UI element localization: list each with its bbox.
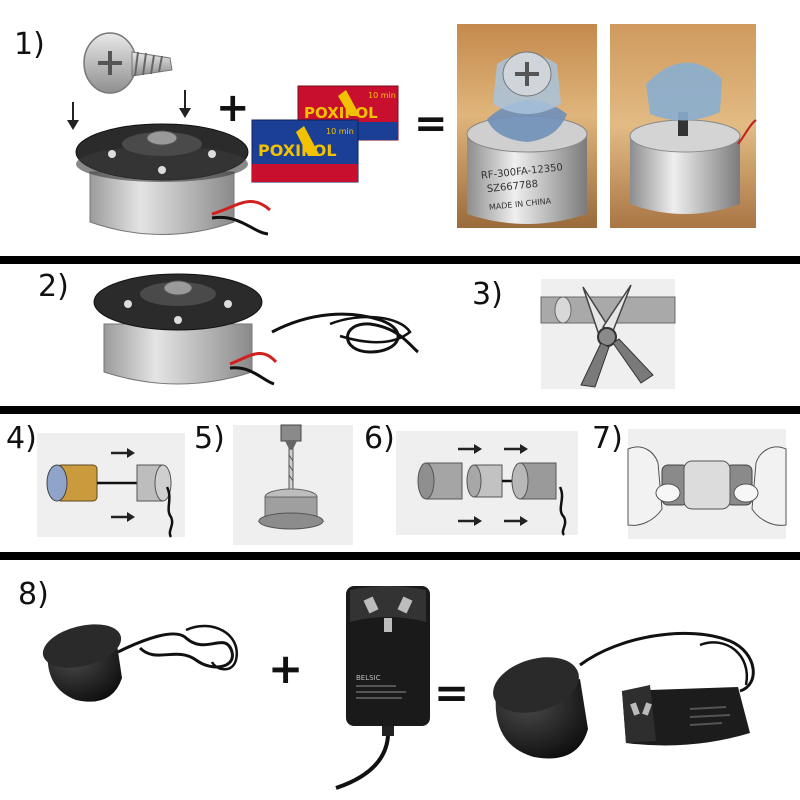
step-7-label: 7) (592, 421, 623, 456)
cutter-icon (540, 284, 676, 388)
svg-text:POXIPOL: POXIPOL (304, 104, 378, 122)
arrow-right-icon (504, 516, 528, 526)
step-6-label: 6) (364, 421, 395, 456)
svg-text:SZ667788: SZ667788 (486, 179, 538, 195)
svg-text:POXIPOL: POXIPOL (258, 141, 337, 160)
finished-device-icon (42, 624, 239, 702)
arrow-right-icon (504, 444, 528, 454)
arrow-down-icon (179, 90, 191, 118)
cable-icon (271, 312, 419, 354)
glued-screw-photo: RF-300FA-12350 SZ667788 MADE IN CHINA (457, 24, 597, 228)
arrow-right-icon (458, 444, 482, 454)
step-1-label: 1) (14, 27, 45, 62)
plus-operator: + (268, 644, 304, 693)
equals-operator: = (414, 101, 448, 147)
plug-adapter-icon: BELSIC (335, 586, 430, 790)
caps-assembly-diagram (417, 444, 567, 536)
screw-icon (83, 32, 173, 94)
drill-icon (257, 424, 325, 530)
arrow-down-icon (67, 102, 79, 130)
step-8-label: 8) (18, 577, 49, 612)
section-divider (0, 256, 800, 264)
arrow-right-icon (458, 516, 482, 526)
section-divider (0, 406, 800, 414)
svg-text:10 min: 10 min (326, 127, 354, 136)
equals-operator: = (434, 668, 470, 717)
motor-icon (93, 273, 278, 386)
final-assembly-icon (493, 631, 755, 759)
motor-icon (75, 123, 272, 236)
svg-text:BELSIC: BELSIC (356, 674, 381, 682)
arrow-right-icon (111, 512, 135, 522)
glue-box-icon: POXIPOL 10 min POXIPOL 10 min (251, 85, 399, 183)
hands-pressing-diagram (627, 446, 787, 526)
svg-text:10 min: 10 min (368, 91, 396, 100)
arrow-right-icon (111, 448, 135, 458)
motor-insert-diagram (46, 448, 174, 538)
glued-screw-side-photo (610, 24, 757, 228)
section-divider (0, 552, 800, 560)
step-3-label: 3) (472, 277, 503, 312)
step-5-label: 5) (194, 421, 225, 456)
plus-operator: + (216, 85, 250, 131)
step-2-label: 2) (38, 269, 69, 304)
step-4-label: 4) (6, 421, 37, 456)
